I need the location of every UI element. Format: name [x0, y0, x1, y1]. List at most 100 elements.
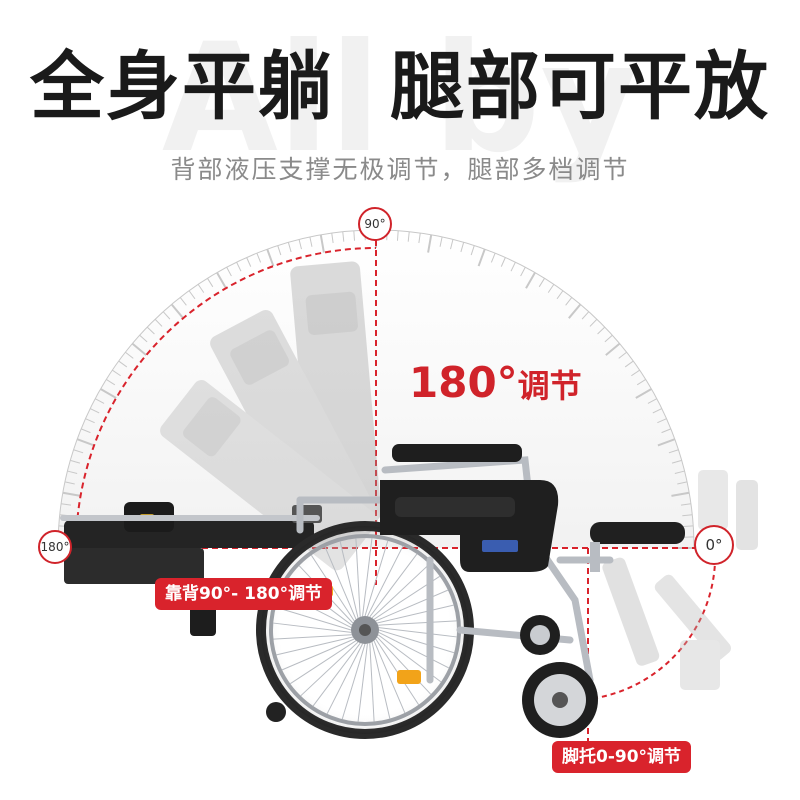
- angle-badge-90: 90°: [358, 207, 392, 241]
- dial-tick: [657, 438, 676, 447]
- headline-left: 全身平躺: [30, 44, 334, 130]
- dial-tick: [418, 233, 421, 244]
- dial-tick: [100, 388, 117, 399]
- flat-backrest: [60, 502, 322, 636]
- wheel-spoke: [378, 631, 450, 669]
- dial-tick: [298, 239, 302, 250]
- wheel-spoke: [375, 638, 420, 706]
- dial-tick: [73, 449, 84, 454]
- headline: 全身平躺腿部可平放: [0, 50, 800, 124]
- dial-tick: [62, 491, 81, 497]
- footrest-adjust-label: 脚托0-90°调节: [552, 741, 692, 773]
- headline-right: 腿部可平放: [390, 44, 770, 130]
- dial-tick: [510, 261, 516, 272]
- dial-tick: [682, 514, 693, 517]
- dial-tick: [396, 230, 399, 241]
- dial-tick: [631, 369, 640, 377]
- dial-tick: [635, 388, 652, 399]
- wheel-spoke: [324, 546, 357, 620]
- wheel-spoke: [276, 636, 353, 656]
- dial-tick: [668, 449, 679, 454]
- dial-tick: [319, 234, 325, 253]
- rear-wheel: [256, 521, 474, 739]
- dial-tick: [661, 428, 672, 434]
- subheadline: 背部液压支撑无极调节，腿部多档调节: [170, 155, 630, 184]
- dial-tick: [207, 278, 214, 288]
- dial-tick: [236, 261, 242, 272]
- dial-tick: [61, 503, 72, 506]
- dial-tick: [671, 491, 690, 497]
- leg-rest: [590, 522, 685, 572]
- dial-tick: [624, 360, 634, 368]
- dial-tick: [139, 334, 148, 343]
- dial-tick: [94, 398, 105, 404]
- front-caster-wheel: [520, 615, 598, 738]
- footrest-arc: [579, 547, 717, 701]
- dial-tick: [450, 239, 454, 250]
- dial-tick: [407, 231, 410, 242]
- wheel-spoke: [366, 545, 404, 617]
- dial-tick: [589, 318, 598, 327]
- wheel-spoke: [326, 643, 364, 715]
- dial-tick: [277, 245, 282, 256]
- dial-tick: [657, 418, 667, 424]
- dial-tick: [674, 470, 685, 474]
- dial-tick: [680, 503, 691, 506]
- dial-tick: [89, 408, 100, 414]
- dial-tick: [439, 236, 443, 247]
- dial-tick: [76, 438, 95, 447]
- ghost-footrest-positions: [602, 470, 758, 690]
- wheel-spoke: [273, 634, 352, 640]
- dial-tick: [106, 379, 116, 386]
- backrest-angle-arc: [75, 247, 377, 549]
- wheel-spoke: [373, 640, 406, 714]
- wheel-spoke: [362, 538, 373, 617]
- dial-tick: [353, 230, 356, 241]
- dial-tick: [125, 351, 134, 359]
- dial-tick: [64, 481, 75, 485]
- dial-tick: [647, 398, 658, 404]
- wheel-spoke: [364, 540, 389, 617]
- wheel-spoke: [378, 620, 457, 626]
- dial-tick: [331, 233, 334, 244]
- wheel-spoke: [357, 643, 368, 722]
- dial-tick: [226, 266, 232, 277]
- wheel-spoke: [275, 606, 352, 631]
- dial-tick: [556, 290, 564, 300]
- wheel-spoke: [281, 638, 355, 671]
- wheel-spoke: [369, 643, 375, 722]
- dial-tick: [470, 245, 475, 256]
- wheel-spoke: [377, 604, 454, 624]
- dial-tick: [256, 252, 262, 263]
- anti-tip-wheel: [266, 702, 286, 722]
- center-angle-number: 180°: [409, 358, 518, 407]
- dial-tick: [605, 342, 621, 356]
- seat-cushion: [380, 480, 559, 572]
- dial-tick: [118, 360, 128, 368]
- dial-tick: [131, 342, 147, 356]
- dial-tick: [477, 248, 486, 267]
- wheel-spoke: [341, 643, 366, 720]
- wheel-spoke: [376, 636, 432, 695]
- dial-tick: [197, 284, 205, 293]
- dial-tick: [520, 266, 526, 277]
- watermark-text: All by: [162, 12, 638, 186]
- wheel-spoke: [339, 541, 359, 618]
- backrest-adjust-label: 靠背90°- 180°调节: [155, 578, 333, 610]
- wheel-spoke: [300, 641, 359, 697]
- dial-tick: [154, 318, 163, 327]
- angle-badge-0: 0°: [694, 525, 734, 565]
- dial-tick: [671, 459, 682, 464]
- dial-tick: [525, 272, 536, 289]
- dial-tick: [170, 303, 184, 319]
- dial-tick: [636, 379, 646, 386]
- dial-tick: [597, 326, 606, 335]
- angle-badge-180: 180°: [38, 530, 72, 564]
- wheel-spoke: [355, 538, 361, 617]
- dial-tick: [568, 303, 582, 319]
- dial-tick: [604, 334, 613, 343]
- dial-tick: [618, 351, 627, 359]
- dial-tick: [85, 418, 95, 424]
